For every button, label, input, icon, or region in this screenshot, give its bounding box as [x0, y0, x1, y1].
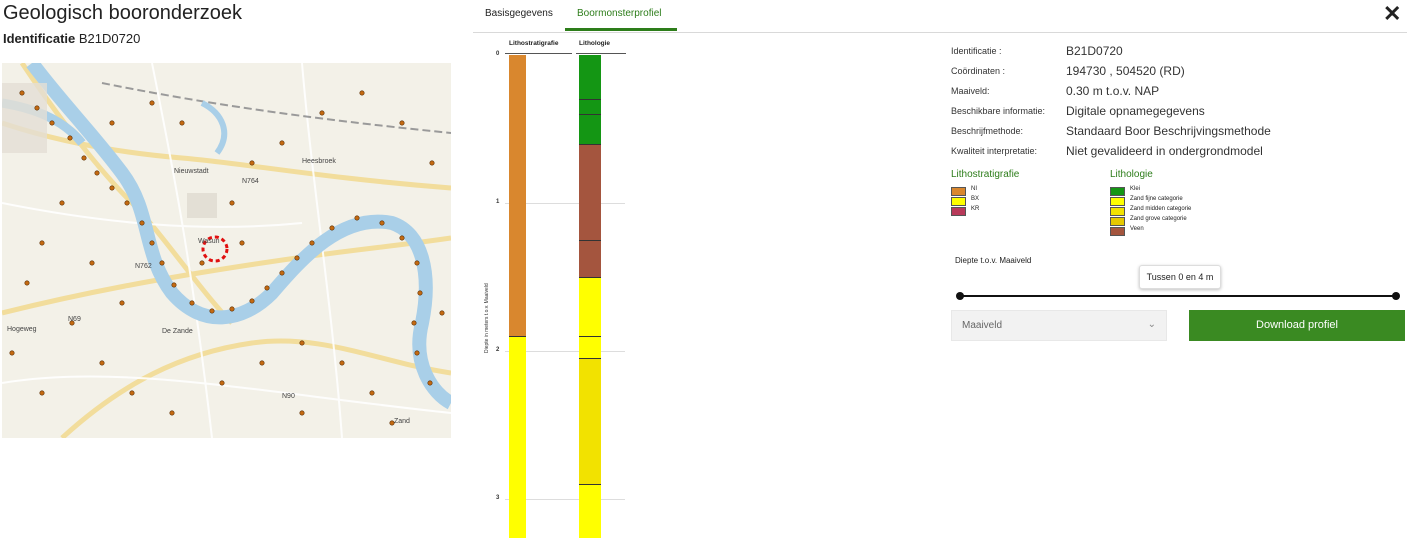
- map-labels: N764 Heesbroek Nieuwstadt Wasun N762 Hog…: [7, 158, 410, 425]
- lithostratigraphy-header: Lithostratigrafie: [509, 40, 559, 47]
- info-label: Beschikbare informatie:: [951, 106, 1046, 116]
- depth-tick-label: 3: [496, 495, 500, 501]
- page-title: Geologisch booronderzoek: [3, 2, 243, 24]
- chevron-down-icon: ⌄: [1147, 319, 1156, 330]
- info-value: Niet gevalideerd in ondergrondmodel: [1066, 144, 1263, 158]
- lithostratigraphy-segment[interactable]: [509, 336, 526, 538]
- tab-boormonsterprofiel[interactable]: Boormonsterprofiel: [577, 8, 662, 19]
- lithology-segment[interactable]: [579, 484, 601, 538]
- sample-boundary: [579, 114, 601, 116]
- selected-boring-marker[interactable]: [201, 235, 229, 263]
- identification-value: B21D0720: [78, 31, 141, 46]
- map-label: Nieuwstadt: [174, 168, 209, 175]
- download-profile-button[interactable]: Download profiel: [1189, 310, 1405, 341]
- identification-line: Identificatie B21D0720: [3, 31, 140, 46]
- info-label: Coördinaten :: [951, 66, 1006, 76]
- layer-boundary: [509, 336, 526, 338]
- depth-gridline: [505, 351, 625, 352]
- info-value: 194730 , 504520 (RD): [1066, 64, 1185, 78]
- legend-label: Klei: [1130, 186, 1141, 192]
- layer-boundary: [579, 358, 601, 360]
- depth-gridline: [505, 203, 625, 204]
- legend-swatch: [1110, 217, 1125, 226]
- active-tab-indicator: [565, 28, 677, 31]
- slider-handle-min[interactable]: [956, 292, 964, 300]
- legend-swatch: [951, 197, 966, 206]
- range-tooltip: Tussen 0 en 4 m: [1139, 265, 1221, 289]
- town-area: [187, 193, 217, 218]
- map-label: De Zande: [162, 328, 193, 335]
- tab-bar: Basisgegevens Boormonsterprofiel: [473, 0, 1407, 33]
- reference-select-value: Maaiveld: [962, 320, 1003, 331]
- close-icon[interactable]: ✕: [1383, 1, 1402, 26]
- legend-label: Zand grove categorie: [1130, 216, 1187, 222]
- legend-swatch: [1110, 207, 1125, 216]
- tab-basisgegevens[interactable]: Basisgegevens: [485, 8, 553, 19]
- depth-tick-label: 0: [496, 51, 500, 57]
- legend-label: Zand fijne categorie: [1130, 196, 1183, 202]
- depth-label: Diepte t.o.v. Maaiveld: [955, 256, 1032, 265]
- map-label: N90: [282, 393, 295, 400]
- info-label: Kwaliteit interpretatie:: [951, 146, 1038, 156]
- reference-select[interactable]: Maaiveld ⌄: [951, 310, 1167, 341]
- sample-boundary: [579, 99, 601, 101]
- boring-dots[interactable]: [9, 90, 445, 426]
- slider-handle-max[interactable]: [1392, 292, 1400, 300]
- legend-swatch: [1110, 197, 1125, 206]
- legend-label: KR: [971, 206, 980, 212]
- railway: [101, 82, 451, 134]
- info-label: Identificatie :: [951, 46, 1002, 56]
- legend-lithostratigraphy-title: Lithostratigrafie: [951, 169, 1020, 180]
- town-area: [2, 83, 47, 153]
- legend-swatch: [1110, 227, 1125, 236]
- lithology-segment[interactable]: [579, 143, 601, 277]
- info-value: Digitale opnamegegevens: [1066, 104, 1205, 118]
- legend-label: Zand midden categorie: [1130, 206, 1192, 212]
- lithostratigraphy-segment[interactable]: [509, 55, 526, 337]
- depth-gridline: [505, 499, 625, 500]
- lithology-segment[interactable]: [579, 277, 601, 359]
- layer-boundary: [579, 143, 601, 145]
- depth-range-slider[interactable]: [960, 295, 1396, 297]
- info-value: B21D0720: [1066, 44, 1123, 58]
- depth-tick-label: 1: [496, 199, 500, 205]
- header-underline: [505, 53, 572, 54]
- info-label: Maaiveld:: [951, 86, 990, 96]
- header-underline: [576, 53, 626, 54]
- map-label: N69: [68, 316, 81, 323]
- map-label: N764: [242, 178, 259, 185]
- map-canvas[interactable]: N764 Heesbroek Nieuwstadt Wasun N762 Hog…: [2, 63, 451, 438]
- legend-label: Veen: [1130, 226, 1144, 232]
- lithology-segment[interactable]: [579, 358, 601, 485]
- info-value: 0.30 m t.o.v. NAP: [1066, 84, 1160, 98]
- depth-tick-label: 2: [496, 347, 500, 353]
- map-label: Heesbroek: [302, 158, 336, 165]
- river-maas: [26, 63, 451, 410]
- lake: [200, 100, 228, 155]
- map-label: N762: [135, 263, 152, 270]
- legend-lithology-title: Lithologie: [1110, 169, 1153, 180]
- layer-boundary: [579, 484, 601, 486]
- legend-label: NI: [971, 186, 977, 192]
- legend-swatch: [951, 187, 966, 196]
- legend-swatch: [1110, 187, 1125, 196]
- lithology-header: Lithologie: [579, 40, 611, 47]
- info-label: Beschrijfmethode:: [951, 126, 1024, 136]
- map-view[interactable]: N764 Heesbroek Nieuwstadt Wasun N762 Hog…: [2, 63, 451, 438]
- map-label: Hogeweg: [7, 326, 37, 333]
- map-label: Zand: [394, 418, 410, 425]
- legend-label: BX: [971, 196, 980, 202]
- legend-swatch: [951, 207, 966, 216]
- y-axis-label: Diepte in meters t.o.v. Maaiveld: [484, 283, 490, 353]
- sample-boundary: [579, 240, 601, 241]
- info-value: Standaard Boor Beschrijvingsmethode: [1066, 124, 1271, 138]
- sample-boundary: [579, 336, 601, 338]
- map-label: Wasun: [198, 238, 220, 245]
- identification-label: Identificatie: [3, 31, 76, 46]
- layer-boundary: [579, 277, 601, 278]
